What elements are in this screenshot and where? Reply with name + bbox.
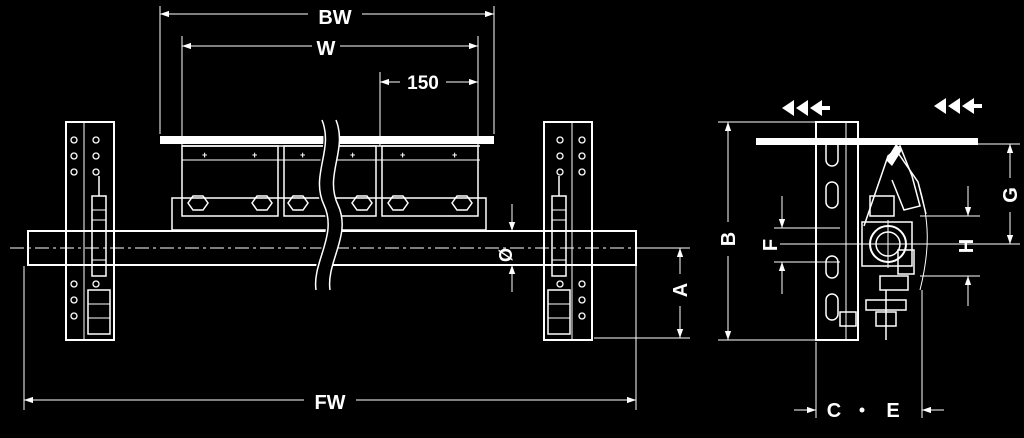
label-pitch: 150 [407, 73, 439, 94]
label-diameter: Ø [496, 248, 516, 262]
label-e: E [886, 400, 899, 422]
label-g: G [1000, 187, 1022, 203]
belt-side [756, 138, 978, 145]
right-mounting-bracket [543, 121, 593, 341]
left-mounting-bracket [65, 121, 115, 341]
dimension-c-e: C E [794, 290, 944, 422]
dimension-bw: BW [159, 6, 495, 134]
svg-text:+: + [400, 150, 405, 160]
break-symbol [313, 117, 343, 292]
dimension-diameter: Ø [496, 204, 516, 292]
front-view: + + + + + + [10, 6, 692, 414]
label-fw: FW [314, 392, 345, 414]
dimension-a: A [594, 247, 692, 339]
side-bracket-plate [815, 121, 859, 341]
side-view: B F H G [718, 98, 1022, 422]
triple-chevron-left-icon [934, 98, 982, 114]
svg-text:+: + [202, 150, 207, 160]
triple-chevron-left-icon [782, 100, 830, 116]
label-w: W [317, 38, 336, 60]
label-c: C [827, 400, 841, 422]
label-h: H [956, 239, 978, 253]
dimension-h: H [920, 186, 980, 306]
dimension-f: F [760, 196, 840, 294]
dimension-pitch: 150 [379, 72, 479, 146]
dimension-fw: FW [23, 266, 637, 414]
blade-arm [863, 144, 921, 227]
dimension-w: W [181, 36, 479, 146]
label-f: F [760, 239, 782, 251]
svg-text:+: + [300, 150, 305, 160]
dimension-g: G [960, 143, 1022, 244]
svg-text:+: + [452, 150, 457, 160]
scraper-segment-1: + + [181, 145, 279, 217]
label-b: B [718, 232, 740, 246]
svg-text:+: + [350, 150, 355, 160]
label-a: A [670, 283, 692, 297]
scraper-segment-3: + + [381, 145, 479, 217]
dimension-b: B [718, 121, 816, 341]
svg-text:+: + [252, 150, 257, 160]
label-bw: BW [318, 7, 351, 29]
shaft-clamp [861, 221, 913, 267]
